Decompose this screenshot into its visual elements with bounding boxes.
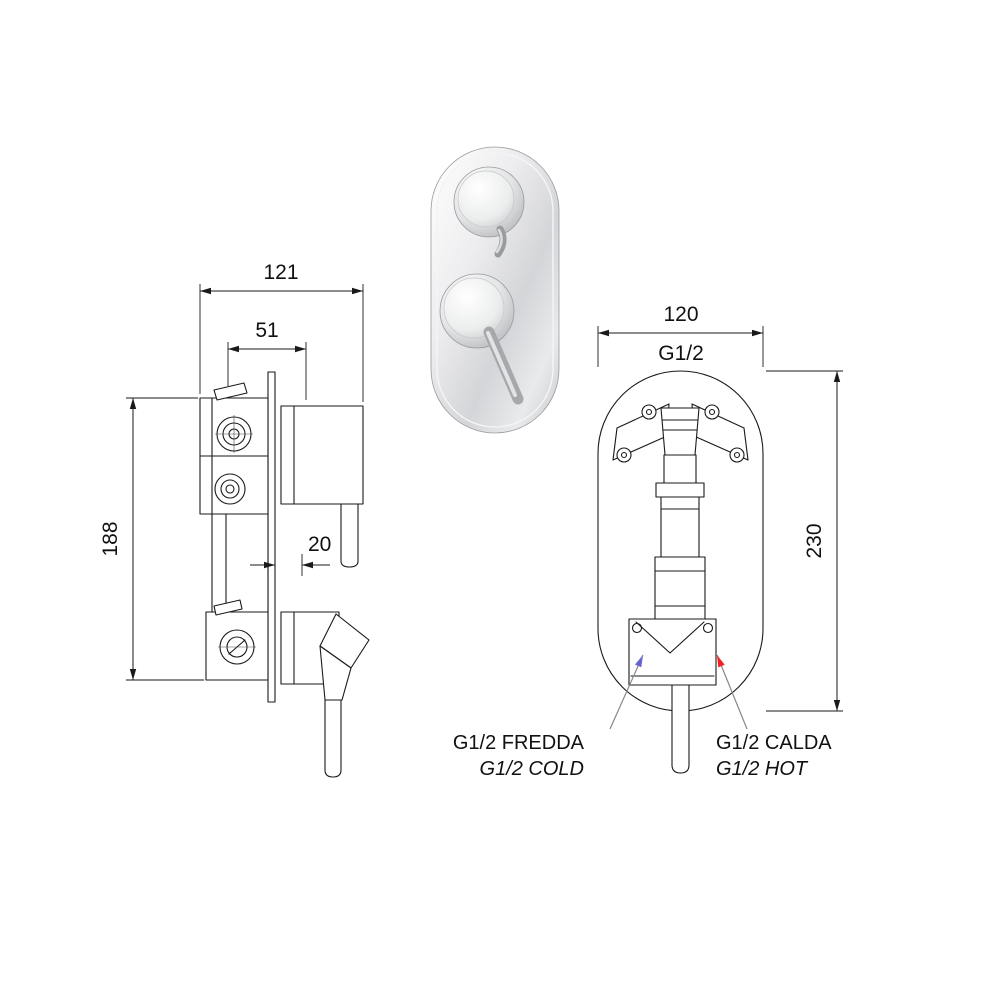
dim-value-121: 121 <box>263 261 298 284</box>
screw-lug <box>616 447 632 463</box>
dim-value-51: 51 <box>255 319 278 342</box>
cold-label-english: G1/2 COLD <box>480 758 584 780</box>
dim-value-120: 120 <box>663 303 698 326</box>
valve-box-chevron <box>635 621 705 654</box>
dim-value-230: 230 <box>803 523 826 558</box>
side-view-dimensions: 121 51 188 20 <box>99 261 364 681</box>
side-view-drawing <box>199 371 370 778</box>
valve-box <box>628 618 717 686</box>
lower-mounting-tab <box>213 599 243 616</box>
hot-label-italian: G1/2 CALDA <box>716 732 832 754</box>
diverter-knob-tail-highlight <box>495 228 503 254</box>
cartridge-lower <box>663 454 697 484</box>
product-photo <box>430 146 560 434</box>
front-view-drawing <box>597 370 764 774</box>
hot-leader-line <box>716 654 748 730</box>
thread-label-top: G1/2 <box>658 342 704 365</box>
body-tube-upper <box>660 496 700 558</box>
upper-front-body <box>280 405 364 505</box>
mixer-lever-highlight <box>486 331 517 397</box>
wall-plate-edge <box>267 371 276 703</box>
upper-mounting-tab <box>213 382 248 401</box>
dim-value-20: 20 <box>308 533 331 556</box>
screw-lug <box>641 404 657 420</box>
cold-label-italian: G1/2 FREDDA <box>453 732 585 754</box>
connection-labels: G1/2 FREDDA G1/2 COLD G1/2 CALDA G1/2 HO… <box>453 654 832 780</box>
front-view-dimensions: 120 G1/2 230 <box>597 303 843 712</box>
dim-value-188: 188 <box>99 521 122 556</box>
mixer-plate-highlight <box>436 152 554 428</box>
diverter-knob-tail <box>494 225 507 258</box>
upper-outlet-tube <box>340 503 359 568</box>
hot-label-english: G1/2 HOT <box>716 758 809 780</box>
lever-neck <box>319 645 352 701</box>
mixer-knob-top <box>443 277 505 339</box>
bracket-left-wing <box>612 403 670 461</box>
valve-box-screw <box>631 622 643 634</box>
screw-lug <box>729 447 745 463</box>
valve-box-screw <box>702 622 714 634</box>
cartridge-circle-middle <box>214 473 246 505</box>
cartridge-column <box>660 407 700 456</box>
middle-duct <box>211 513 269 613</box>
screw-lug <box>704 404 720 420</box>
bracket-right-wing <box>691 403 749 461</box>
outlet-stub <box>671 684 690 774</box>
body-tube-lower <box>654 556 706 620</box>
cartridge-nut <box>655 482 705 498</box>
lever-rod <box>324 699 342 778</box>
diverter-knob-top <box>457 170 515 228</box>
cold-leader-line <box>609 654 644 730</box>
